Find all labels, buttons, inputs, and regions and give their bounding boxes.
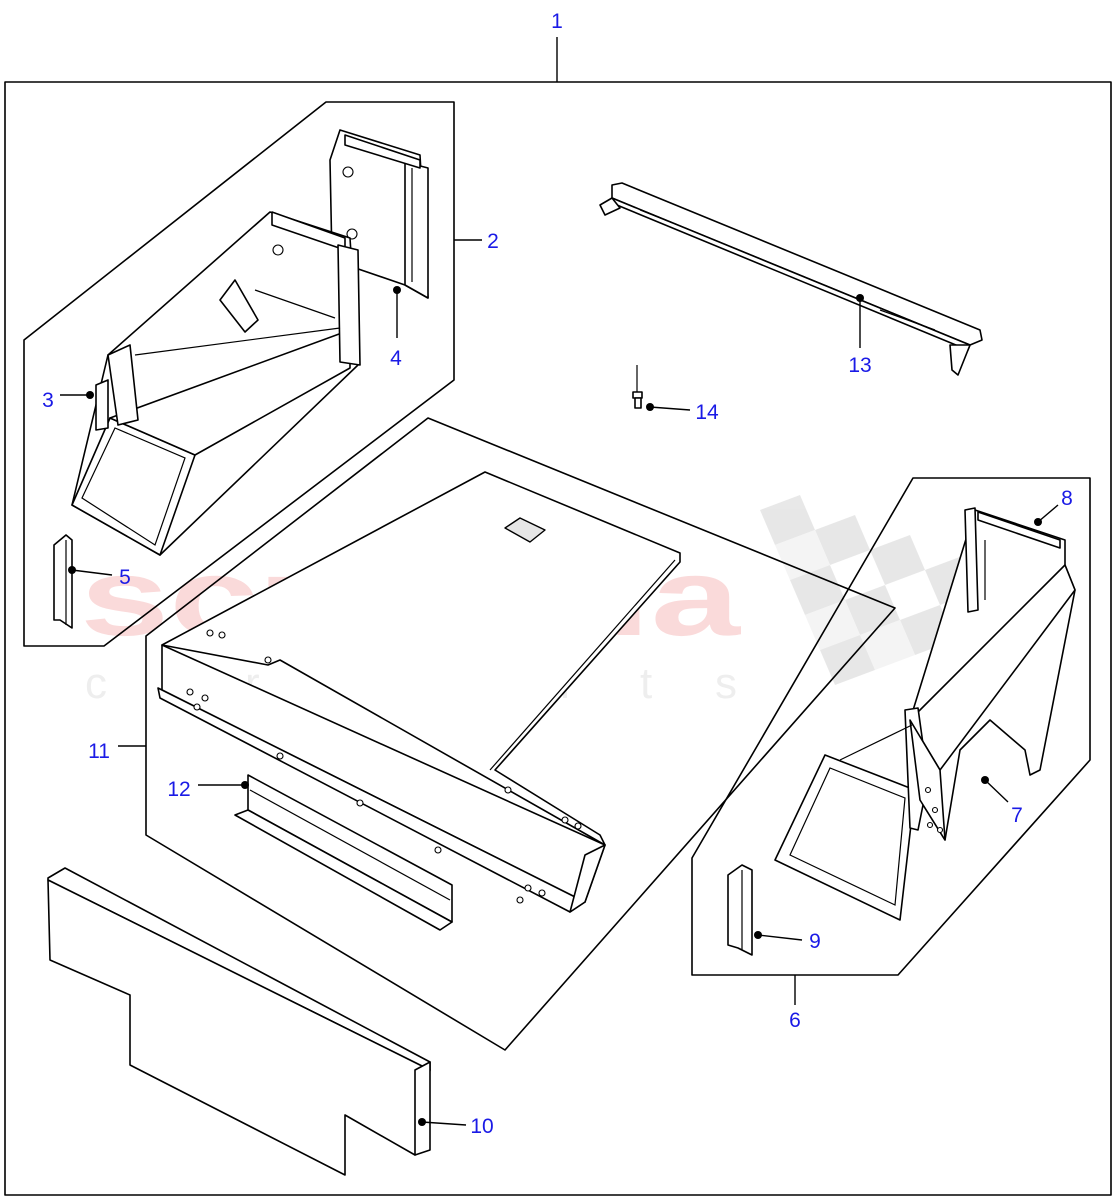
callout-label-1[interactable]: 1 — [551, 10, 563, 33]
watermark-letter: t — [640, 659, 652, 708]
group-outline-6 — [691, 477, 1091, 976]
callout-label-2[interactable]: 2 — [487, 230, 499, 253]
callout-dot — [86, 391, 94, 399]
assembly-frame — [4, 81, 1112, 1196]
part-right-box — [774, 507, 1076, 921]
callout-leaders — [60, 37, 1059, 1126]
part-trim-strip — [599, 182, 983, 376]
part-angle-support — [234, 774, 453, 931]
group-outline-2 — [23, 101, 455, 647]
part-rivet — [632, 365, 643, 409]
callout-labels: 1 2 3 4 5 6 7 8 9 10 11 12 13 14 — [42, 10, 1073, 1138]
callout-dot — [1034, 518, 1042, 526]
part-left-box — [71, 211, 361, 556]
callout-label-13[interactable]: 13 — [848, 354, 871, 377]
callout-dot — [646, 403, 654, 411]
part-angle-bracket-left — [53, 534, 73, 629]
callout-label-6[interactable]: 6 — [789, 1009, 801, 1032]
callout-label-5[interactable]: 5 — [119, 566, 131, 589]
group-outline-11 — [145, 417, 896, 1051]
callout-dot — [856, 294, 864, 302]
callout-dot — [981, 776, 989, 784]
callout-dot — [754, 931, 762, 939]
watermark-letter: c — [85, 659, 107, 708]
callout-label-7[interactable]: 7 — [1011, 804, 1023, 827]
callout-label-8[interactable]: 8 — [1061, 487, 1073, 510]
callout-label-4[interactable]: 4 — [390, 347, 402, 370]
callout-dot — [393, 286, 401, 294]
callout-label-14[interactable]: 14 — [695, 401, 719, 424]
callout-dot — [68, 566, 76, 574]
part-angle-bracket-right — [727, 864, 753, 956]
callout-label-10[interactable]: 10 — [470, 1115, 493, 1138]
watermark-letter: s — [715, 659, 737, 708]
part-front-panel — [47, 867, 431, 1176]
callout-label-9[interactable]: 9 — [809, 930, 821, 953]
callout-label-11[interactable]: 11 — [88, 740, 110, 763]
part-floor-panel — [157, 471, 681, 913]
callout-label-12[interactable]: 12 — [167, 778, 190, 801]
callout-dot — [241, 781, 249, 789]
callout-label-3[interactable]: 3 — [42, 389, 54, 412]
callout-dot — [418, 1118, 426, 1126]
